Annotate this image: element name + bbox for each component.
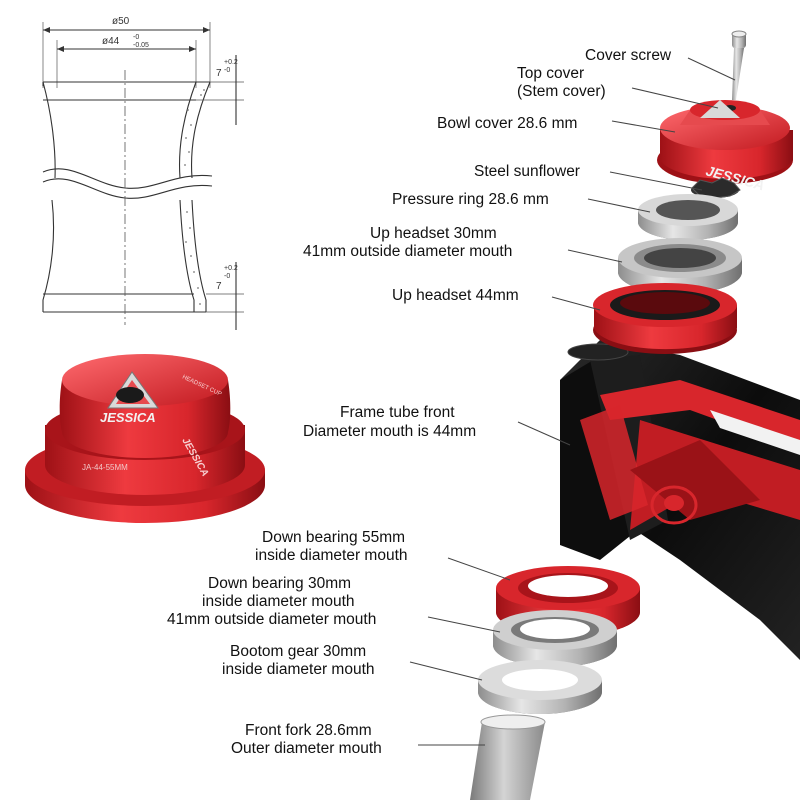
cup-size-print: JA-44-55MM <box>82 463 128 472</box>
label-top-cover-sub: (Stem cover) <box>517 83 606 100</box>
label-down-bearing-55-sub: inside diameter mouth <box>255 547 408 564</box>
label-frame-tube-sub: Diameter mouth is 44mm <box>303 423 476 440</box>
label-pressure-ring: Pressure ring 28.6 mm <box>392 191 549 208</box>
bike-frame <box>560 340 800 660</box>
headset-cup-photo: JESSICA JA-44-55MM HEADSET CUP JESSICA <box>25 354 265 523</box>
label-cover-screw: Cover screw <box>585 47 672 64</box>
inner-tol-top: -0 <box>133 34 139 41</box>
label-down-bearing-30-sub2: 41mm outside diameter mouth <box>167 611 376 628</box>
depth-top-label: 7 <box>216 68 222 79</box>
label-steel-sunflower: Steel sunflower <box>474 163 580 180</box>
up-headset-cup <box>593 283 737 354</box>
leader-lines <box>409 57 736 746</box>
bottom-gear-ring <box>478 660 602 714</box>
top-cover: JESSICA <box>657 100 793 193</box>
cover-screw <box>731 30 747 100</box>
part-labels: Cover screw Top cover (Stem cover) Bowl … <box>167 47 672 757</box>
outer-diameter-label: ø50 <box>112 16 130 27</box>
label-front-fork-sub: Outer diameter mouth <box>231 740 382 757</box>
cup-brand-text: JESSICA <box>100 410 156 425</box>
label-up-headset-30: Up headset 30mm <box>370 225 497 242</box>
label-down-bearing-30: Down bearing 30mm <box>208 575 351 592</box>
label-frame-tube: Frame tube front <box>340 404 455 421</box>
inner-diameter-label: ø44 <box>102 36 120 47</box>
label-up-headset-44: Up headset 44mm <box>392 287 519 304</box>
front-fork-tube <box>470 714 546 800</box>
label-up-headset-30-sub: 41mm outside diameter mouth <box>303 243 512 260</box>
technical-drawing: ø50 ø44 -0 -0.05 <box>42 16 244 330</box>
depth-bottom-tol-top: +0.2 <box>224 265 238 272</box>
inner-tol-bottom: -0.05 <box>133 42 149 49</box>
label-bowl-cover: Bowl cover 28.6 mm <box>437 115 577 132</box>
label-bottom-gear: Bootom gear 30mm <box>230 643 366 660</box>
depth-top-tol-top: +0.2 <box>224 59 238 66</box>
label-top-cover: Top cover <box>517 65 584 82</box>
steel-sunflower <box>691 177 741 199</box>
label-down-bearing-55: Down bearing 55mm <box>262 529 405 546</box>
depth-top-tol-bottom: -0 <box>224 67 230 74</box>
pressure-ring <box>638 194 738 240</box>
label-front-fork: Front fork 28.6mm <box>245 722 372 739</box>
label-bottom-gear-sub: inside diameter mouth <box>222 661 375 678</box>
label-down-bearing-30-sub: inside diameter mouth <box>202 593 355 610</box>
down-bearing <box>493 610 617 667</box>
up-headset-bearing <box>618 238 742 294</box>
depth-bottom-tol-bottom: -0 <box>224 273 230 280</box>
depth-bottom-label: 7 <box>216 281 222 292</box>
